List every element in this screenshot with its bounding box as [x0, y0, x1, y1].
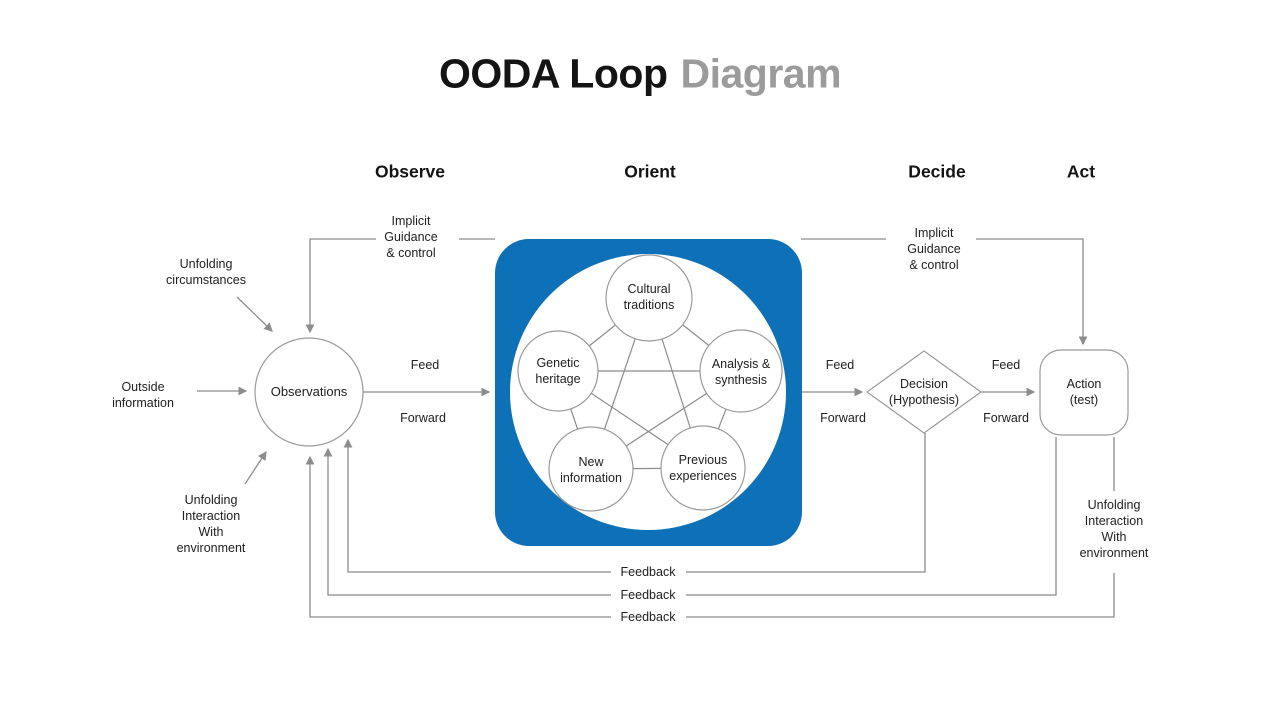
cultural-traditions-circle: [605, 254, 693, 342]
observations-label: Observations: [270, 384, 348, 399]
feed-label-1: Feed: [410, 358, 440, 372]
feedback-line-1-right: [686, 433, 926, 573]
new-information-label: New information: [560, 455, 622, 485]
decision-label: Decision (Hypothesis): [888, 377, 960, 407]
phase-header-act: Act: [1066, 161, 1096, 182]
decision-diamond: [865, 350, 983, 434]
analysis-synthesis-circle: [699, 329, 783, 413]
unfolding-circumstances-label: Unfolding circumstances: [166, 257, 246, 287]
previous-experiences-circle: [660, 425, 746, 511]
implicit-guidance-right-label: Implicit Guidance & control: [904, 225, 964, 273]
action-box: [1039, 349, 1129, 436]
connectors: [197, 238, 1115, 618]
unfolding-interaction-arrow: [244, 450, 267, 485]
feedback-label-3: Feedback: [617, 609, 679, 625]
implicit-guidance-left-label: Implicit Guidance & control: [381, 213, 441, 261]
new-information-circle: [548, 426, 634, 512]
feedback-line-1-left: [343, 438, 611, 573]
implicit-guidance-right-line: [976, 238, 1088, 346]
unfolding-circumstances-arrow: [236, 296, 273, 332]
forward-label-2: Forward: [820, 411, 866, 425]
phase-header-orient: Orient: [624, 161, 676, 182]
orient-factor-circles: [517, 254, 783, 512]
feedback-line-3-left: [305, 455, 611, 618]
outside-information-label: Outside information: [112, 380, 174, 410]
observations-circle: [254, 337, 364, 447]
previous-experiences-label: Previous experiences: [669, 453, 737, 483]
genetic-heritage-label: Genetic heritage: [535, 356, 581, 386]
page-title: OODA Loop Diagram: [438, 50, 842, 98]
genetic-heritage-circle: [517, 330, 599, 412]
feedback-line-2-right: [686, 437, 1057, 596]
feedback-label-1: Feedback: [617, 564, 679, 580]
implicit-guidance-left-line: [305, 238, 376, 334]
forward-label-1: Forward: [400, 411, 446, 425]
forward-label-3: Forward: [983, 411, 1029, 425]
feed-label-3: Feed: [991, 358, 1021, 372]
unfolding-interaction-right-label: Unfolding Interaction With environment: [1076, 497, 1152, 561]
unfolding-interaction-left-label: Unfolding Interaction With environment: [176, 493, 246, 555]
feedback-label-2: Feedback: [617, 587, 679, 603]
title-secondary: Diagram: [680, 50, 842, 97]
action-label: Action (test): [1066, 377, 1102, 407]
phase-header-decide: Decide: [908, 161, 966, 182]
title-primary: OODA Loop: [438, 50, 668, 97]
feedback-line-2-left: [323, 447, 611, 596]
analysis-synthesis-label: Analysis & synthesis: [711, 357, 771, 387]
cultural-traditions-label: Cultural traditions: [623, 282, 675, 312]
feed-label-2: Feed: [825, 358, 855, 372]
phase-header-observe: Observe: [374, 161, 446, 182]
feedback-line-3-right: [686, 573, 1115, 618]
